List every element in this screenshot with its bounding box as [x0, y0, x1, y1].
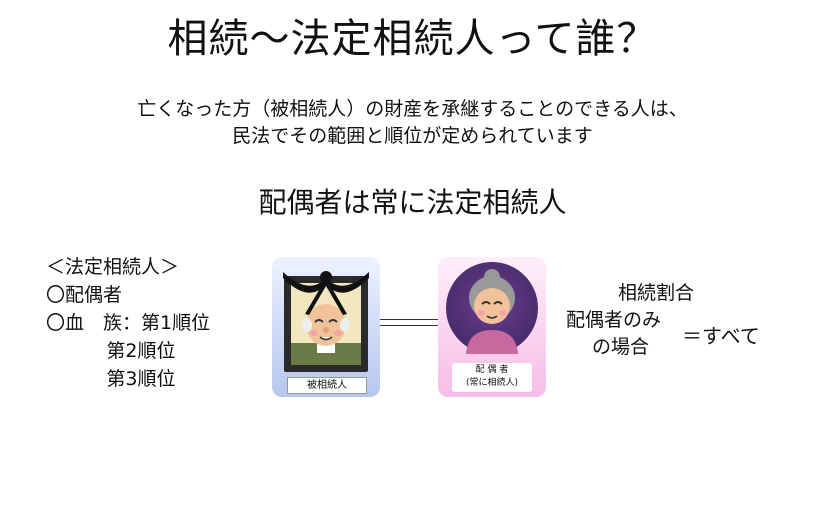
ratio-line-1: 相続割合 [618, 282, 695, 304]
inheritance-ratio-note: 相続割合 配偶者のみ の場合 [566, 280, 694, 361]
legend-rank-3: 第3順位 [46, 368, 176, 390]
deceased-label: 被相続人 [287, 377, 367, 394]
spouse-label-plate: 配 偶 者 (常に相続人) [452, 363, 532, 392]
spouse-label: 配 偶 者 [475, 365, 509, 375]
ratio-line-2: 配偶者のみ [566, 309, 662, 331]
heirs-legend: ＜法定相続人＞ 〇配偶者 〇血 族：第1順位 第2順位 第3順位 [46, 253, 210, 393]
ratio-value: ＝すべて [682, 324, 760, 348]
legend-spouse: 〇配偶者 [46, 284, 123, 306]
legend-blood: 〇血 族：第1順位 [46, 312, 211, 334]
deceased-portrait-icon [291, 283, 361, 365]
marriage-link-line [380, 319, 438, 326]
ratio-line-3: の場合 [592, 336, 650, 358]
section-heading: 配偶者は常に法定相続人 [258, 186, 567, 219]
mourning-ribbon-icon [279, 268, 373, 316]
spouse-sublabel: (常に相続人) [465, 378, 519, 388]
intro-text: 亡くなった方（被相続人）の財産を承継することのできる人は、 民法でその範囲と順位… [0, 96, 825, 150]
intro-line-1: 亡くなった方（被相続人）の財産を承継することのできる人は、 [137, 98, 688, 120]
page-title: 相続〜法定相続人って誰？ [167, 16, 658, 62]
intro-line-2: 民法でその範囲と順位が定められています [232, 125, 593, 147]
legend-title: ＜法定相続人＞ [46, 256, 180, 278]
spouse-portrait-icon [456, 268, 528, 354]
legend-rank-2: 第2順位 [46, 340, 176, 362]
